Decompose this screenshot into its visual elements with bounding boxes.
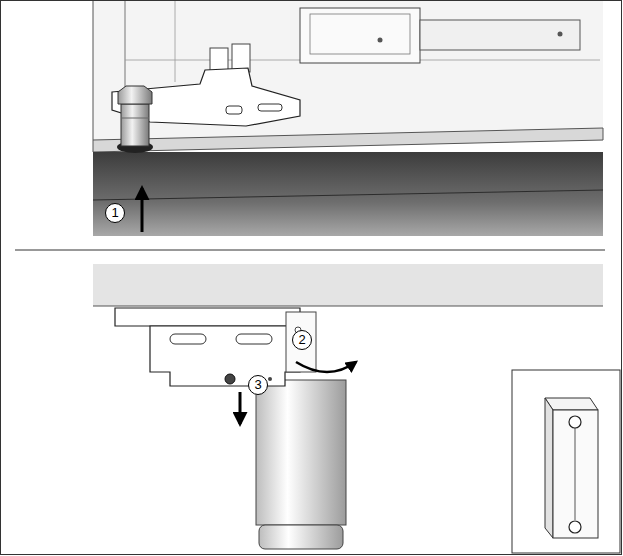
bracket-slot (236, 334, 272, 344)
bracket-slot (170, 334, 206, 344)
screw (378, 38, 383, 43)
hinge-bracket (115, 308, 300, 326)
cabinet-edge (125, 1, 126, 88)
door-edge (93, 190, 603, 200)
top-view (93, 1, 603, 236)
callout-number: 2 (292, 330, 312, 350)
screw (268, 377, 272, 381)
door-front (93, 152, 603, 236)
screw (225, 374, 235, 384)
spacer-side (545, 398, 553, 538)
cabinet-underside (93, 264, 603, 306)
cabinet-edge (93, 306, 603, 307)
door-top (93, 128, 603, 152)
sleeve-cap (259, 525, 343, 549)
direction-arrow (239, 392, 242, 424)
cabinet-edge (175, 1, 176, 82)
hinge-bracket (150, 326, 300, 386)
bottom-view (93, 264, 620, 553)
spacer-groove (575, 428, 576, 520)
spacer-top (545, 398, 598, 410)
cabinet-edge (93, 1, 94, 140)
inset-frame (512, 370, 620, 553)
callout-number: 3 (248, 375, 268, 395)
bracket-side (286, 312, 316, 372)
mechanism-tab (210, 48, 228, 72)
bolt-head (118, 86, 152, 104)
bolt (121, 118, 149, 119)
mechanism-rail (420, 20, 580, 50)
spacer-hole (569, 521, 581, 533)
spacer-hole (569, 416, 581, 428)
plate-slot (258, 104, 282, 111)
cabinet-surface (93, 1, 603, 141)
rotation-arrow (296, 362, 356, 372)
screw (558, 32, 563, 37)
divider (15, 250, 605, 251)
bolt (121, 104, 149, 146)
direction-arrow (141, 188, 144, 232)
callout-number: 1 (105, 203, 125, 223)
spacer-front (553, 410, 598, 538)
mechanism-block (310, 14, 410, 54)
mechanism-block (300, 8, 420, 63)
hinge-sleeve (256, 380, 346, 525)
plate-slot (226, 106, 242, 114)
